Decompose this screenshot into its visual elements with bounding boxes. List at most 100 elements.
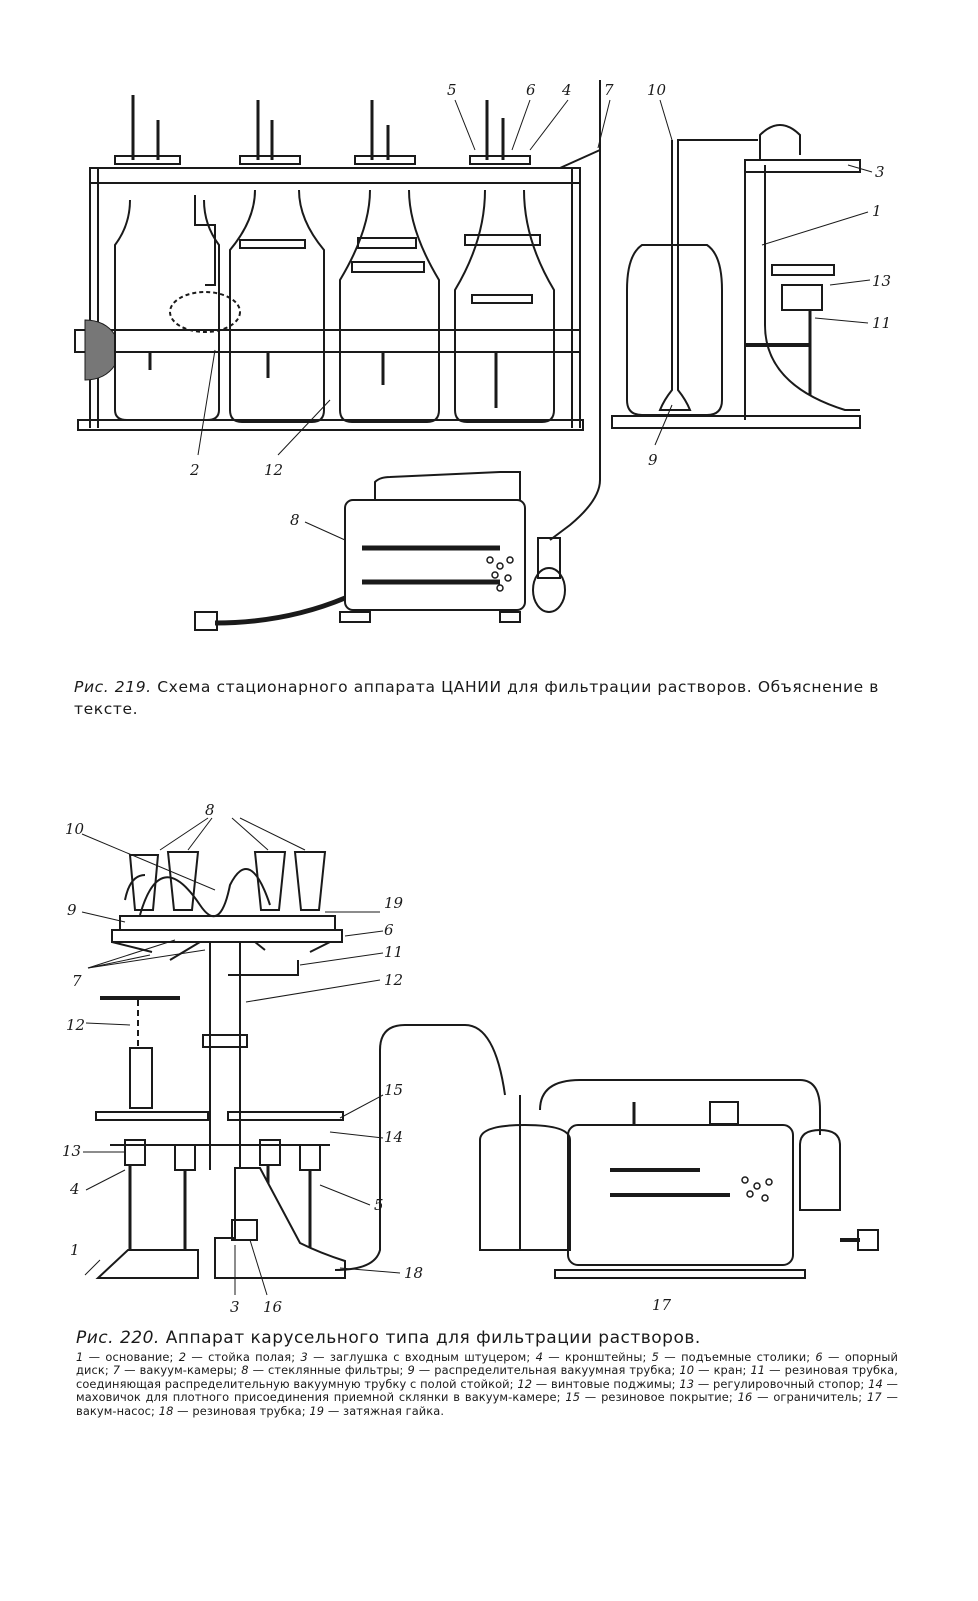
callout-13: 13 [62,1142,81,1160]
callout-19: 19 [384,894,404,912]
legend-text: подъемные столики; [681,1350,811,1364]
figure-219-drawing: 5 6 4 7 10 3 1 13 11 2 12 8 9 [0,0,978,660]
callout-11: 11 [872,314,891,332]
legend-text: заглушка с входным штуцером; [329,1350,531,1364]
legend-item: 3 — заглушка с входным штуцером; [300,1350,531,1364]
callout-10: 10 [647,81,667,99]
legend-item: 6 — опорный диск; [76,1350,899,1378]
legend-item: 4 — кронштейны; [535,1350,647,1364]
legend-item: 18 — резиновая трубка; [158,1403,306,1418]
callout-9: 9 [648,451,658,469]
frame-top-bar [89,167,581,184]
legend-item: 2 — стойка полая; [178,1350,296,1364]
right-station-base [611,415,861,429]
legend-text: кран; [713,1363,747,1378]
callout-3: 3 [230,1298,240,1316]
callout-5: 5 [447,81,457,99]
callout-2: 2 [189,461,200,479]
legend-item: 9 — распределительная вакуумная трубка; [407,1363,676,1378]
callout-8: 8 [290,511,300,529]
caption-219-text: Схема стационарного аппарата ЦАНИИ для ф… [74,678,880,718]
callout-12: 12 [264,461,283,479]
brackets [110,1139,330,1260]
legend-item: 16 — ограничитель; [737,1390,863,1405]
bottle-4 [454,189,555,423]
legend-item: 10 — кран; [679,1363,747,1378]
legend-text: маховичок для плотного присоединения при… [76,1390,561,1405]
legend-number: 14 [868,1376,883,1391]
legend-item: 13 — регулировочный стопор; [679,1376,865,1391]
receiver-bottle [479,1095,571,1251]
callout-5: 5 [374,1196,384,1214]
legend-text: стеклянные фильтры; [268,1363,404,1378]
legend-number: 12 [517,1376,533,1391]
legend-number: 8 [241,1363,249,1378]
legend-text: резиновое покрытие; [601,1390,733,1405]
legend-number: 13 [679,1376,695,1391]
legend-number: 4 [535,1350,543,1364]
receiver-flask [626,244,723,416]
callout-6: 6 [384,921,394,939]
legend-item: 5 — подъемные столики; [651,1350,811,1364]
legend-item: 11 — резиновая трубка, соединяющая распр… [76,1363,898,1391]
callout-15: 15 [384,1081,403,1099]
legend-text: кронштейны; [565,1350,647,1364]
legend-text: опорный диск; [76,1350,899,1378]
figure-220-legend: 1 — основание; 2 — стойка полая; 3 — заг… [76,1350,899,1418]
callout-1: 1 [70,1241,80,1259]
legend-number: 15 [565,1390,581,1405]
legend-item: 8 — стеклянные фильтры; [241,1363,404,1378]
callout-6: 6 [526,81,536,99]
callout-10: 10 [65,820,85,838]
vacuum-tube-horizontal [74,329,581,353]
vacuum-pump-220 [554,1101,806,1279]
support-disk [111,929,343,943]
callout-12a: 12 [384,971,403,989]
callout-13: 13 [872,272,891,290]
legend-text: основание; [105,1350,174,1364]
callout-18: 18 [404,1264,423,1282]
legend-item: 7 — вакуум-камеры; [112,1363,238,1378]
stand-column [744,165,860,420]
lifting-table-right [227,1111,344,1121]
callout-12b: 12 [66,1016,85,1034]
legend-number: 5 [651,1350,660,1364]
figure-220-caption: Рис. 220. Аппарат карусельного типа для … [76,1328,896,1348]
legend-number: 18 [158,1403,174,1418]
legend-number: 2 [178,1350,187,1364]
callout-14: 14 [384,1128,403,1146]
legend-number: 6 [815,1350,823,1364]
legend-text: резиновая трубка, соединяющая распредели… [76,1363,898,1391]
legend-item: 19 — затяжная гайка. [309,1403,445,1418]
callout-4: 4 [561,81,572,99]
glass-filters [124,851,327,918]
legend-number: 17 [867,1390,882,1405]
legend-item: 14 — маховичок для плотного присоединени… [76,1376,899,1405]
bottle-3 [339,189,440,423]
callout-1: 1 [872,202,882,220]
callout-8: 8 [205,801,215,819]
caption-220-number: Рис. 220. [76,1328,160,1348]
legend-number: 16 [737,1390,753,1405]
bottle-2 [229,189,325,423]
figure-220-drawing: 8 10 9 19 6 11 7 12 12 15 14 13 4 5 1 3 … [0,790,978,1320]
callout-7: 7 [72,972,82,990]
base [95,1249,199,1279]
legend-number: 3 [300,1350,308,1364]
small-bottle [799,1128,841,1211]
legend-text: вакум-насос; [76,1403,155,1418]
legend-text: вакуум-камеры; [139,1363,238,1378]
callout-3: 3 [875,163,885,181]
callout-11: 11 [384,943,403,961]
legend-text: резиновая трубка; [192,1403,306,1418]
callout-7: 7 [604,81,614,99]
figure-219-caption: Рис. 219. Схема стационарного аппарата Ц… [74,676,894,720]
legend-number: 19 [309,1403,325,1418]
legend-text: регулировочный стопор; [713,1376,865,1391]
legend-number: 9 [407,1363,415,1378]
caption-220-text: Аппарат карусельного типа для фильтрации… [165,1328,701,1348]
legend-number: 1 [76,1350,84,1364]
legend-text: распределительная вакуумная трубка; [434,1363,676,1378]
legend-number: 7 [112,1363,121,1378]
callout-16: 16 [263,1298,283,1316]
